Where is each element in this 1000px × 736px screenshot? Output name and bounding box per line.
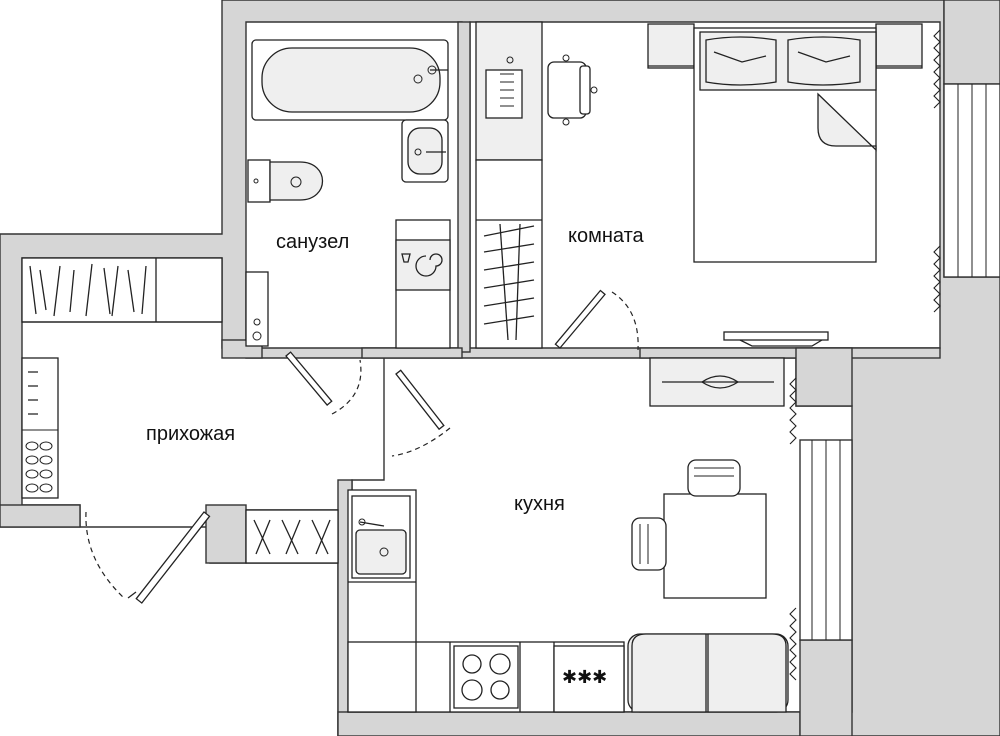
tv-stand [723, 331, 829, 347]
curtain-kitchen-top [789, 377, 797, 445]
kitchen-shelf [649, 357, 785, 407]
wall-right-upper [943, 0, 1000, 85]
window-room [943, 83, 1000, 278]
curtain-room-top [933, 29, 941, 109]
toilet [247, 159, 324, 203]
partition-bath-room [457, 21, 471, 353]
wall-kitchen-bottom [337, 711, 801, 736]
window-kitchen [799, 439, 853, 641]
washbasin [401, 119, 449, 183]
bedside-table-right [875, 23, 923, 69]
door-room[interactable] [554, 289, 639, 351]
stove [453, 645, 519, 709]
wall-hall-entry-stub [205, 504, 247, 564]
kitchen-sink [351, 495, 411, 579]
dining-chair-left [631, 517, 667, 571]
door-kitchen[interactable] [391, 369, 451, 457]
wall-hall-left-stub [0, 504, 81, 528]
label-kitchen: кухня [514, 493, 565, 515]
curtain-room-bottom [933, 245, 941, 313]
partition-room-kitchen [639, 347, 941, 359]
svg-text:✱✱✱: ✱✱✱ [562, 667, 607, 687]
label-bathroom: санузел [276, 231, 349, 253]
dining-chair-top [687, 459, 741, 497]
bedside-table-left [647, 23, 695, 69]
label-living-room: комната [568, 225, 645, 247]
wardrobe-hallway [21, 257, 223, 323]
cabinet-hallway-entry [245, 509, 339, 564]
bathtub [251, 39, 449, 121]
shoe-rack [21, 357, 59, 499]
washing-machine [395, 219, 451, 349]
double-bed [693, 27, 877, 263]
bath-cabinet [245, 271, 269, 347]
curtain-kitchen-bottom [789, 607, 797, 681]
wardrobe-room [475, 159, 543, 349]
entrance-door[interactable] [85, 511, 211, 604]
wall-stub-corner [795, 347, 853, 407]
sofa [627, 633, 789, 713]
wall-right-lower [799, 639, 853, 736]
label-hallway: прихожая [146, 423, 235, 445]
door-bathroom[interactable] [285, 351, 362, 415]
desk-chair [547, 54, 598, 126]
dining-table [663, 493, 767, 599]
fridge: ✱✱✱ [553, 645, 625, 713]
desk [475, 21, 543, 161]
partition-bath-hall-right [361, 347, 463, 359]
